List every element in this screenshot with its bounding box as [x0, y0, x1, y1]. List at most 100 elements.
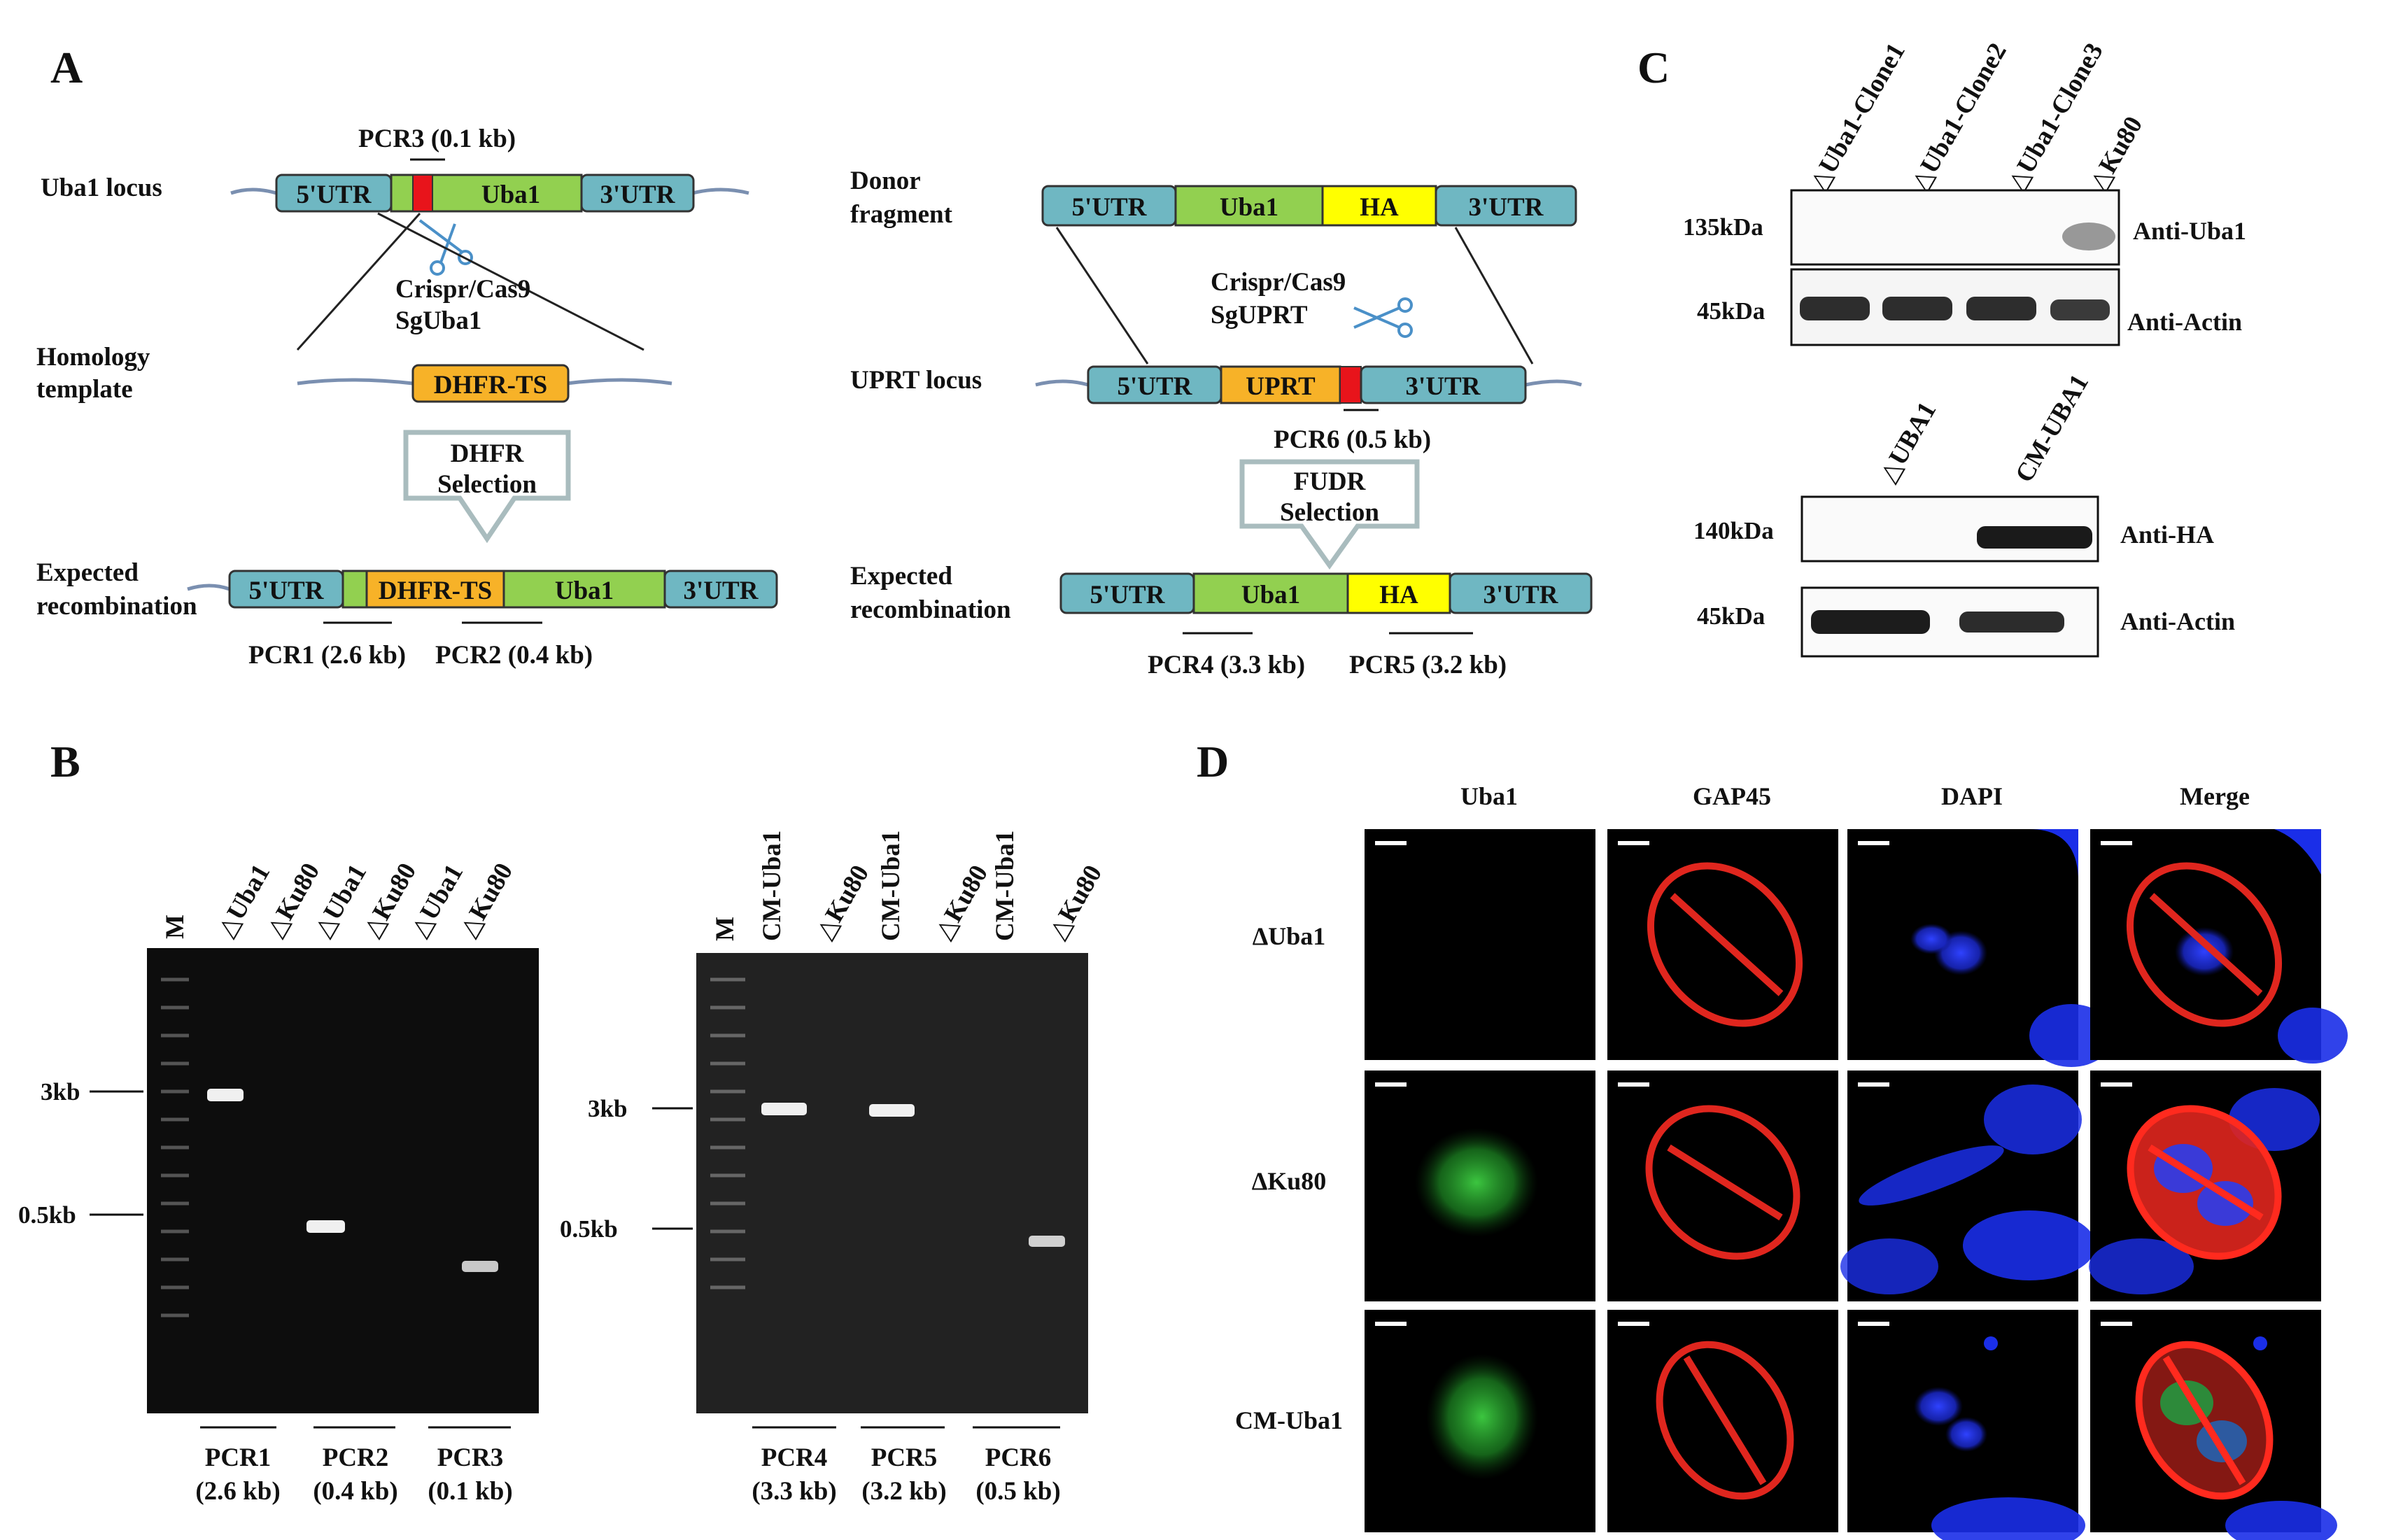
blot-1: △Uba1-Clone1 △Uba1-Clone2 △Uba1-Clone3 △… — [1683, 38, 2246, 346]
exp-r-seg-uba1: Uba1 — [1241, 581, 1300, 609]
seg-5utr: 5'UTR — [297, 181, 372, 209]
gel-2-lane-5: CM-Uba1 — [991, 831, 1020, 941]
sg-uprt-label: SgUPRT — [1211, 301, 1308, 330]
gel-2: M CM-Uba1 △Ku80 CM-Uba1 △Ku80 CM-Uba1 △K… — [560, 831, 1108, 1506]
panel-letter-d: D — [1197, 737, 1229, 786]
blot-1-uba1-strip — [1790, 189, 2120, 266]
blot-2-antibody-actin: Anti-Actin — [2120, 607, 2235, 635]
exp-r-seg-5utr: 5'UTR — [1090, 581, 1166, 609]
blot-1-actin-band-3 — [1966, 297, 2036, 320]
homology-template-label-2: template — [36, 375, 133, 404]
blot-1-kda-135: 135kDa — [1683, 213, 1763, 241]
blot-1-lane-1: △Uba1-Clone1 — [1803, 38, 1911, 196]
gel-1-band-pcr2 — [306, 1220, 345, 1233]
exp-seg-3utr: 3'UTR — [684, 577, 759, 605]
fudr-selection-text-2: Selection — [1280, 498, 1379, 527]
blot-2-actin-band-1 — [1811, 610, 1930, 634]
gel-2-lane-1: CM-Uba1 — [758, 831, 787, 941]
blot-1-lane-4: △Ku80 — [2083, 112, 2148, 196]
row-label-duba1: ΔUba1 — [1253, 922, 1326, 950]
expected-recomb-right-2: recombination — [850, 595, 1011, 624]
gel-2-lane-3: CM-Uba1 — [877, 831, 905, 941]
gel-2-lane-6: △Ku80 — [1043, 861, 1108, 945]
tile-duba1-gap45 — [1607, 829, 1838, 1060]
gel-2-group-2: PCR5 — [871, 1443, 938, 1472]
blot-2-kda-45: 45kDa — [1697, 602, 1765, 630]
blot-1-antibody-actin: Anti-Actin — [2127, 308, 2242, 336]
gel-1-group-1-size: (2.6 kb) — [195, 1477, 280, 1506]
blot-2-lane-1: △UBA1 — [1873, 397, 1942, 488]
sg-uba1-label: SgUba1 — [395, 306, 481, 335]
gel-2-group-1: PCR4 — [761, 1443, 828, 1472]
tile-cmuba1-gap45 — [1607, 1310, 1838, 1532]
gel-2-ladder — [710, 977, 745, 1290]
dhfr-selection-text-1: DHFR — [451, 439, 525, 468]
seg-dhfr-ts: DHFR-TS — [434, 371, 547, 400]
blot-1-actin-band-2 — [1882, 297, 1952, 320]
uprt-seg-3utr: 3'UTR — [1406, 372, 1481, 401]
gel-1-group-1: PCR1 — [205, 1443, 272, 1472]
gel-2-band-pcr4 — [761, 1103, 807, 1115]
blot-2: △UBA1 CM-UBA1 140kDa 45kDa Anti-HA Anti-… — [1693, 369, 2235, 658]
uprt-seg-5utr: 5'UTR — [1118, 372, 1193, 401]
expected-recomb-right-1: Expected — [850, 562, 952, 591]
exp-r-seg-ha: HA — [1379, 581, 1418, 609]
gel-1-image — [147, 948, 539, 1413]
tile-cmuba1-dapi — [1847, 1310, 2085, 1540]
pcr3-label: PCR3 (0.1 kb) — [358, 125, 516, 153]
tile-duba1-uba1 — [1365, 829, 1595, 1060]
pcr4-label: PCR4 (3.3 kb) — [1148, 651, 1305, 679]
blot-2-kda-140: 140kDa — [1693, 517, 1774, 544]
blot-1-actin-band-1 — [1800, 297, 1870, 320]
tile-duba1-dapi — [1847, 829, 2113, 1067]
gel-2-marker-3kb: 3kb — [588, 1095, 627, 1122]
fudr-selection-arrow — [1239, 459, 1420, 570]
gel-2-group-1-size: (3.3 kb) — [752, 1477, 836, 1506]
uba1-locus-label: Uba1 locus — [41, 174, 162, 202]
col-label-merge: Merge — [2180, 782, 2250, 810]
tile-cmuba1-uba1 — [1365, 1310, 1595, 1532]
gel-2-band-pcr5 — [869, 1104, 915, 1117]
exp-seg-uba1: Uba1 — [555, 577, 614, 605]
blot-1-actin-band-4 — [2050, 299, 2110, 320]
gel-2-group-3-size: (0.5 kb) — [975, 1477, 1060, 1506]
tile-dku80-merge — [2089, 1071, 2321, 1301]
blot-2-actin-band-2 — [1959, 612, 2064, 633]
dhfr-ts-template — [411, 364, 570, 403]
donor-label-2: fragment — [850, 200, 953, 229]
pcr5-label: PCR5 (3.2 kb) — [1349, 651, 1507, 679]
scissors-icon-right — [1353, 297, 1413, 338]
row-label-dku80: ΔKu80 — [1252, 1167, 1327, 1195]
scissors-icon — [418, 219, 473, 276]
exp-seg-dhfr: DHFR-TS — [379, 577, 492, 605]
uprt-locus-label: UPRT locus — [850, 366, 982, 395]
gel-2-image — [696, 953, 1088, 1413]
col-label-gap45: GAP45 — [1693, 782, 1771, 810]
gel-1-group-3: PCR3 — [437, 1443, 504, 1472]
expected-recomb-left-2: recombination — [36, 592, 197, 621]
donor-seg-5utr: 5'UTR — [1072, 193, 1148, 222]
pcr6-label: PCR6 (0.5 kb) — [1274, 425, 1431, 454]
exp-r-seg-3utr: 3'UTR — [1484, 581, 1559, 609]
panel-d: Uba1 GAP45 DAPI Merge ΔUba1 ΔKu80 CM-Uba… — [1235, 782, 2348, 1540]
dhfr-selection-text-2: Selection — [437, 470, 537, 499]
seg-uba1: Uba1 — [481, 181, 540, 209]
gel-1-group-2-size: (0.4 kb) — [313, 1477, 397, 1506]
tile-dku80-uba1 — [1365, 1071, 1595, 1301]
blot-1-antibody-uba1: Anti-Uba1 — [2133, 217, 2246, 245]
panel-letter-c: C — [1637, 43, 1670, 92]
tile-duba1-merge — [2090, 829, 2348, 1064]
blot-1-kda-45: 45kDa — [1697, 297, 1765, 325]
gel-1-lane-m: M — [161, 914, 190, 939]
col-label-uba1: Uba1 — [1460, 782, 1518, 810]
crispr-label-left: Crispr/Cas9 — [395, 275, 530, 304]
tile-cmuba1-merge — [2090, 1310, 2337, 1540]
donor-seg-ha: HA — [1360, 193, 1399, 222]
gel-2-group-2-size: (3.2 kb) — [861, 1477, 946, 1506]
blot-1-lane-2: △Uba1-Clone2 — [1905, 38, 2013, 196]
tile-dku80-gap45 — [1607, 1071, 1838, 1301]
exp-seg-5utr: 5'UTR — [249, 577, 325, 605]
gel-2-marker-05kb: 0.5kb — [560, 1215, 618, 1243]
crispr-label-right: Crispr/Cas9 — [1211, 268, 1346, 297]
gel-1-marker-05kb: 0.5kb — [18, 1201, 76, 1229]
